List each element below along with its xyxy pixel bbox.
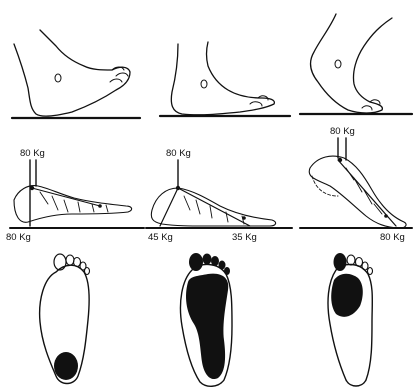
load-label-forefoot: 35 Kg xyxy=(232,232,257,243)
footprint-midstance xyxy=(180,253,232,386)
joint-center xyxy=(176,186,180,190)
joint-center xyxy=(338,158,342,162)
load-label-heel: 80 Kg xyxy=(6,232,31,243)
foot-bones-outline xyxy=(14,186,132,223)
toe-outlines xyxy=(54,254,90,275)
foot-toes-toe-off xyxy=(362,100,380,110)
footprint-heel-strike xyxy=(40,254,90,384)
forefoot-point xyxy=(384,214,388,218)
foot-bones-detail xyxy=(184,196,244,224)
pressure-area-full-foot xyxy=(186,274,228,379)
foot-outline-toe-off xyxy=(311,14,392,113)
load-axis xyxy=(32,188,100,206)
load-label-heel: 45 Kg xyxy=(148,232,173,243)
ankle-bone-toe-off xyxy=(335,60,341,68)
foot-outline-heel-strike xyxy=(14,30,130,116)
panel-toe-off-skeleton: 80 Kg 80 Kg xyxy=(300,126,412,243)
row-foot-silhouettes xyxy=(12,14,412,118)
forefoot-point xyxy=(242,216,246,220)
panel-midstance-skeleton: 80 Kg 45 Kg 35 Kg xyxy=(146,148,292,243)
load-label-top: 80 Kg xyxy=(330,126,355,137)
load-label-top: 80 Kg xyxy=(20,148,45,159)
row-skeletal-loads: 80 Kg 80 Kg 80 Kg 45 Kg 35 Kg xyxy=(6,126,412,243)
pressure-area-heel xyxy=(54,352,78,380)
pressure-area-forefoot xyxy=(331,274,363,317)
load-label-top: 80 Kg xyxy=(166,148,191,159)
foot-toes-heel-strike xyxy=(110,67,128,82)
row-plantar-footprints xyxy=(40,253,373,386)
ankle-bone-heel-strike xyxy=(55,74,61,82)
load-label-forefoot: 80 Kg xyxy=(380,232,405,243)
panel-heel-strike-skeleton: 80 Kg 80 Kg xyxy=(6,148,144,243)
foot-outline-midstance xyxy=(171,42,274,115)
footprint-toe-off xyxy=(328,253,373,386)
ankle-bone-midstance xyxy=(201,80,207,88)
